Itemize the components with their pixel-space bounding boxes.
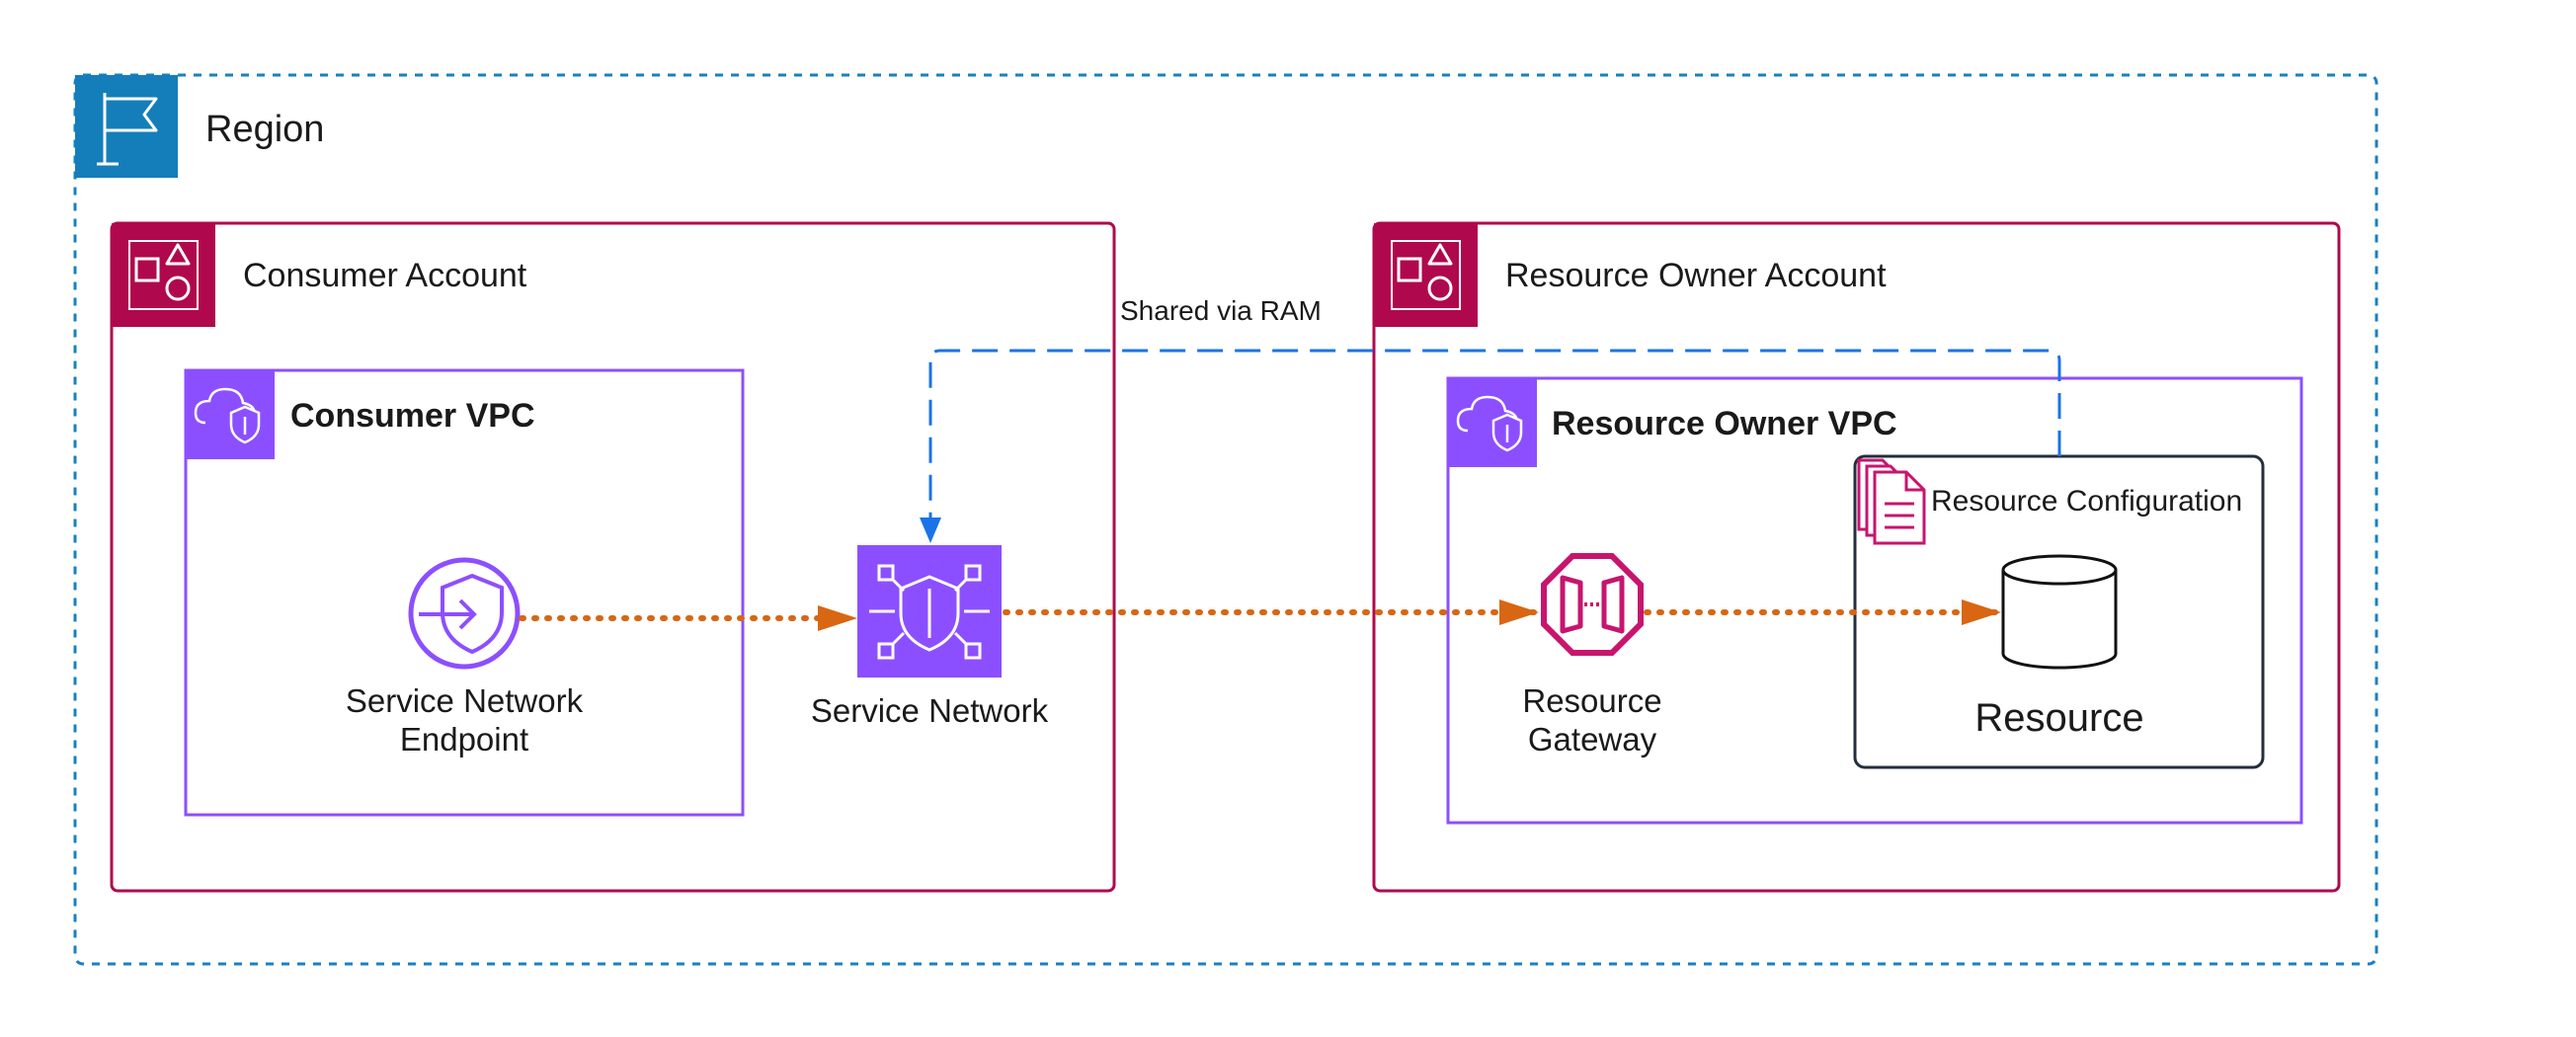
documents-icon (1857, 458, 1926, 545)
consumer-vpc-border (184, 368, 745, 817)
consumer-account-group: Consumer Account Consumer VPC Service Ne… (110, 221, 1116, 893)
flag-icon (75, 75, 178, 178)
shared-via-ram-label: Shared via RAM (1120, 295, 1322, 326)
shared-via-ram-connector: Shared via RAM (920, 295, 2061, 543)
flow-arrowhead (1962, 599, 2001, 625)
consumer-account-border (110, 221, 1116, 893)
region-label: Region (205, 109, 324, 150)
resource-owner-vpc-label: Resource Owner VPC (1552, 405, 1897, 442)
gateway-label-line2: Gateway (1528, 721, 1657, 758)
ram-arrowhead (920, 518, 941, 543)
account-icon (1374, 223, 1478, 327)
resource-owner-vpc-border (1446, 376, 2303, 825)
resource-configuration-label: Resource Configuration (1931, 485, 2242, 518)
ram-dashed-line (928, 349, 2061, 521)
flow-arrowhead (818, 605, 857, 631)
resource-owner-account-label: Resource Owner Account (1505, 257, 1887, 294)
service-network-icon (857, 545, 1002, 678)
region-group: Region (73, 73, 2378, 966)
resource-owner-account-group: Resource Owner Account Resource Owner VP… (1372, 221, 2341, 893)
traffic-flow (519, 599, 2001, 631)
service-network-endpoint-icon (408, 557, 521, 670)
endpoint-label-line1: Service Network (346, 682, 584, 719)
resource-label: Resource (1974, 696, 2143, 740)
consumer-vpc-label: Consumer VPC (290, 397, 535, 435)
service-network-label: Service Network (811, 692, 1049, 729)
flow-arrowhead (1499, 599, 1539, 625)
consumer-account-label: Consumer Account (243, 257, 527, 294)
vpc-cloud-shield-icon (1448, 378, 1537, 467)
resource-gateway-icon (1541, 553, 1644, 656)
gateway-label-line1: Resource (1522, 682, 1661, 719)
account-icon (112, 223, 215, 327)
region-border (73, 73, 2378, 966)
resource-owner-account-border (1372, 221, 2341, 893)
endpoint-label-line2: Endpoint (400, 721, 528, 758)
database-cylinder-icon (2001, 554, 2118, 670)
vpc-cloud-shield-icon (186, 370, 275, 459)
